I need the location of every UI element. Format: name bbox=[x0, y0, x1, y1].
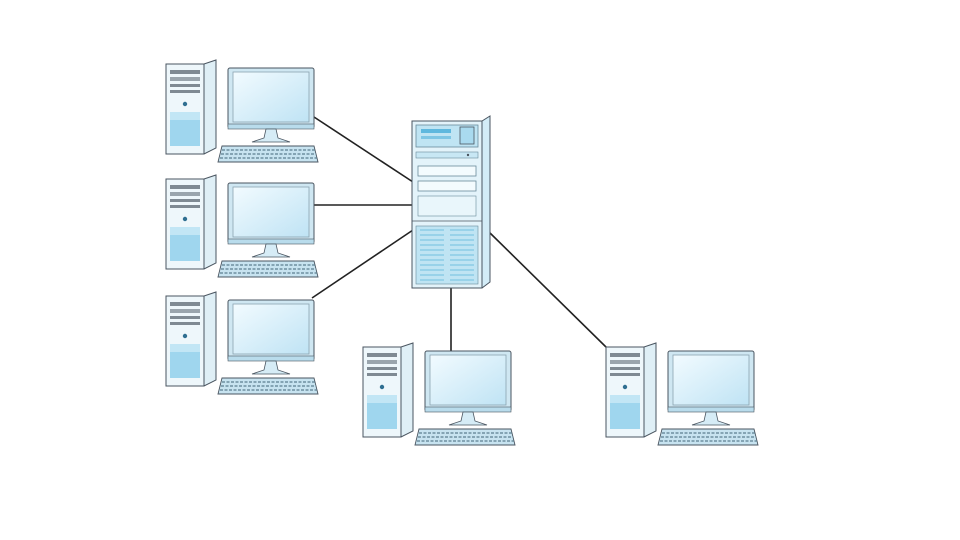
connection-lines bbox=[311, 116, 607, 351]
connection-line bbox=[311, 229, 414, 299]
server-tower-icon bbox=[411, 115, 491, 289]
connection-line bbox=[313, 116, 414, 183]
desktop-computer-icon bbox=[165, 291, 319, 395]
desktop-computer-icon bbox=[362, 342, 516, 446]
desktop-computer-icon bbox=[605, 342, 759, 446]
connection-line bbox=[488, 231, 607, 348]
desktop-computer-icon bbox=[165, 174, 319, 278]
desktop-computer-icon bbox=[165, 59, 319, 163]
